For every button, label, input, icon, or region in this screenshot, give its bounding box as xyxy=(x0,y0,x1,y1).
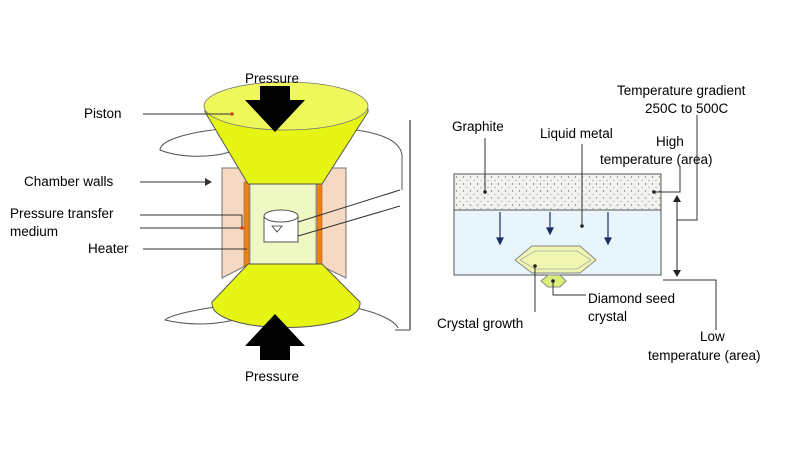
piston-label: Piston xyxy=(84,106,122,121)
cell-leaders xyxy=(484,115,717,330)
pressure-arrow-down-icon xyxy=(245,86,305,132)
crystal-growth-label: Crystal growth xyxy=(437,316,523,331)
frame-outline-top-left xyxy=(159,127,239,157)
high-temp-label-line2: temperature (area) xyxy=(600,152,713,167)
heater-label: Heater xyxy=(88,241,129,256)
seed-leader xyxy=(552,281,586,296)
temp-gradient-label-line1: Temperature gradient xyxy=(617,83,746,98)
graphite-label: Graphite xyxy=(452,119,504,134)
heater-left xyxy=(243,181,250,267)
press-assembly xyxy=(159,81,411,360)
liquid-metal-label: Liquid metal xyxy=(540,126,613,141)
chamber-walls-label: Chamber walls xyxy=(24,174,114,189)
press-leaders xyxy=(140,113,401,250)
diamond-seed-label-line2: crystal xyxy=(588,309,627,324)
high-temp-leader xyxy=(654,167,681,193)
low-temp-label-line2: temperature (area) xyxy=(648,348,761,363)
pressure-top-label: Pressure xyxy=(245,71,299,86)
growth-cell xyxy=(453,173,681,288)
frame-outline-bottom-left xyxy=(164,304,241,325)
capsule-zoom-line-bottom xyxy=(297,205,401,237)
heater-right xyxy=(316,181,323,267)
pressure-transfer-label-line1: Pressure transfer xyxy=(10,206,114,221)
diamond-seed-label-line1: Diamond seed xyxy=(588,291,675,306)
graphite-layer xyxy=(453,173,662,211)
temp-gradient-leader xyxy=(677,115,698,221)
temp-gradient-label-line2: 250C to 500C xyxy=(645,101,729,116)
low-temp-leader xyxy=(663,279,717,330)
pressure-transfer-label-line2: medium xyxy=(10,224,58,239)
high-temp-label-line1: High xyxy=(656,134,684,149)
capsule-zoom-line-top xyxy=(297,189,401,223)
low-temp-label-line1: Low xyxy=(700,329,725,344)
pressure-arrow-up-icon xyxy=(245,314,305,360)
bottom-anvil xyxy=(211,263,361,328)
pressure-bottom-label: Pressure xyxy=(245,369,299,384)
carbon-flow-arrows xyxy=(496,212,612,246)
